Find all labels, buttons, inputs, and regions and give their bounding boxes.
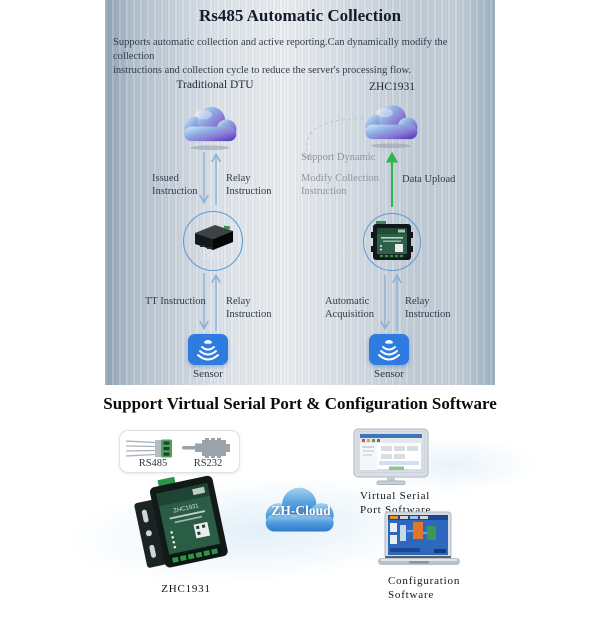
rs232-label: RS232 xyxy=(193,458,223,469)
rs485-icon xyxy=(126,439,172,458)
column-header-traditional-dtu: Traditional DTU xyxy=(176,79,254,91)
dtu-device-circle: DTU xyxy=(183,211,243,271)
zhc1931-product-image: ZHC1931 xyxy=(134,475,228,568)
sensor-label-right: Sensor xyxy=(374,368,404,380)
configuration-laptop-icon xyxy=(378,511,460,565)
label-data-upload: Data Upload xyxy=(402,174,456,185)
top-panel: Rs485 Automatic Collection Supports auto… xyxy=(105,0,495,385)
label-support-dynamic: Support Dynamic xyxy=(301,152,376,163)
label-relay-instruction-2: Relay Instruction xyxy=(226,296,272,320)
cloud-icon-left xyxy=(184,106,237,151)
configuration-label: Configuration Software xyxy=(388,575,461,601)
panel-description: Supports automatic collection and active… xyxy=(113,37,448,76)
bottom-section-title: Support Virtual Serial Port & Configurat… xyxy=(103,394,497,413)
zh-cloud-icon xyxy=(265,487,334,532)
arrow-dynamic-modify-dashed xyxy=(303,118,364,160)
panel-title: Rs485 Automatic Collection xyxy=(198,6,402,25)
label-relay-instruction-3: Relay Instruction xyxy=(405,296,451,320)
zhc1931-device-icon xyxy=(371,221,413,260)
rs232-icon xyxy=(182,438,230,458)
product-face-label: ZHC1931 xyxy=(173,503,200,514)
sensor-icon-right xyxy=(369,334,409,365)
zhc1931-device-circle xyxy=(363,213,421,271)
label-issued-instruction: Issued Instruction xyxy=(152,173,198,197)
sensor-icon-left xyxy=(188,334,228,365)
dtu-device-icon xyxy=(195,225,233,250)
label-tt-instruction: TT Instruction xyxy=(145,296,206,307)
zhc1931-product-label: ZHC1931 xyxy=(161,583,211,595)
label-automatic-acquisition: Automatic Acquisition xyxy=(325,296,374,320)
virtual-serial-monitor-icon xyxy=(353,428,429,485)
label-modify-collection: Modify Collection Instruction xyxy=(301,173,379,197)
sensor-label-left: Sensor xyxy=(193,368,223,380)
cloud-shadow xyxy=(371,143,411,149)
cloud-icon-right xyxy=(365,104,418,149)
zh-cloud-label: ZH-Cloud xyxy=(271,503,331,518)
connector-card: RS485 RS232 xyxy=(119,430,240,473)
cloud-shadow xyxy=(190,145,230,151)
column-header-zhc1931: ZHC1931 xyxy=(369,81,415,93)
rs485-label: RS485 xyxy=(138,458,168,469)
label-relay-instruction-1: Relay Instruction xyxy=(226,173,272,197)
dtu-label: DTU xyxy=(203,251,223,261)
flow-arrows xyxy=(199,118,402,331)
